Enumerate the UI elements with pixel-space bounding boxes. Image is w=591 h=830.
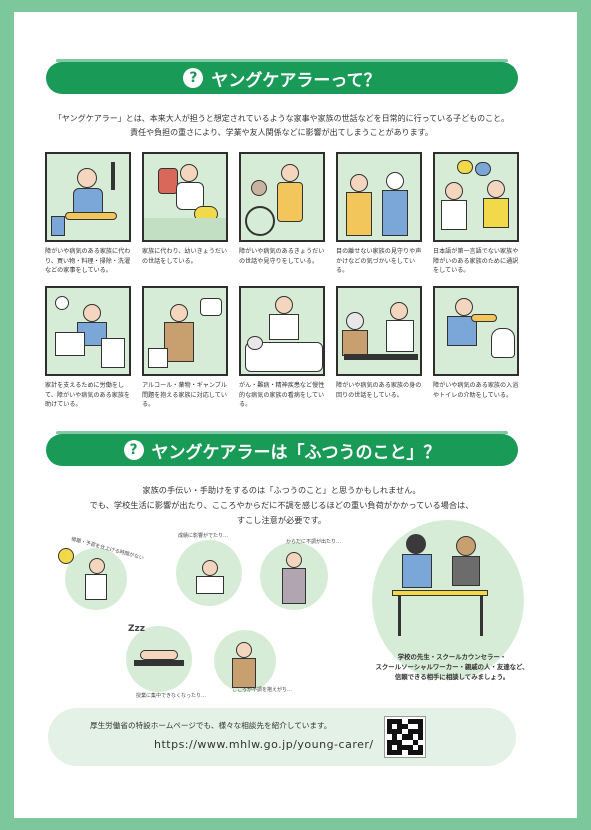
examples-row-2: 家計を支えるために労働をして、障がいや病気のある家族を助けている。 アルコール・… — [45, 286, 521, 410]
examples-row-1: 障がいや病気のある家族に代わり、買い物・料理・掃除・洗濯などの家事をしている。 … — [45, 152, 521, 276]
addiction-illustration — [142, 286, 228, 376]
example-caption: アルコール・薬物・ギャンブル問題を抱える家族に対応している。 — [142, 382, 227, 408]
example-card: 障がいや病気のある家族の身の回りの世話をしている。 — [336, 286, 422, 410]
grades-note: 成績に影響がでたり… — [178, 533, 229, 539]
section1-title: ヤングケアラーって？ — [211, 70, 381, 91]
interpreting-illustration — [433, 152, 519, 242]
example-card: 障がいや病気のある家族の入浴やトイレの介助をしている。 — [433, 286, 519, 410]
section1-intro: 「ヤングケアラー」とは、本来大人が担うと想定されているような家事や家族の世話など… — [34, 112, 529, 140]
example-card: 障がいや病気のあるきょうだいの世話や見守りをしている。 — [239, 152, 325, 276]
qr-code-icon[interactable] — [384, 716, 426, 758]
childcare-illustration — [142, 152, 228, 242]
question-icon: ? — [123, 440, 144, 460]
sleepy-note: 授業に集中できなくなったり… — [136, 693, 207, 699]
example-caption: 家計を支えるために労働をして、障がいや病気のある家族を助けている。 — [45, 382, 131, 408]
body-line-1: 家族の手伝い・手助けをするのは「ふつうのこと」と思うかもしれません。 — [142, 485, 421, 495]
counseling-illustration — [372, 520, 524, 680]
section2-title: ヤングケアラーは「ふつうのこと」？ — [151, 442, 441, 463]
cooking-illustration — [45, 152, 131, 242]
example-caption: 障がいや病気のある家族に代わり、買い物・料理・掃除・洗濯などの家事をしている。 — [45, 248, 131, 274]
example-caption: 障がいや病気のあるきょうだいの世話や見守りをしている。 — [239, 248, 325, 265]
example-card: アルコール・薬物・ギャンブル問題を抱える家族に対応している。 — [142, 286, 228, 410]
example-caption: 障がいや病気のある家族の入浴やトイレの介助をしている。 — [433, 382, 519, 399]
section2-body: 家族の手伝い・手助けをするのは「ふつうのこと」と思うかもしれません。 でも、学校… — [34, 483, 529, 528]
feeding-illustration — [336, 286, 422, 376]
grades-illustration — [176, 540, 242, 606]
example-caption: 日本語が第一言語でない家族や障がいのある家族のために通訳をしている。 — [433, 248, 519, 274]
section2-header: ? ヤングケアラーは「ふつうのこと」？ — [46, 431, 518, 466]
body-line-2: でも、学校生活に影響が出たり、こころやからだに不調を感じるほどの重い負荷がかかっ… — [89, 500, 474, 510]
example-caption: 家族に代わり、幼いきょうだいの世話をしている。 — [142, 248, 228, 265]
example-card: 家計を支えるために労働をして、障がいや病気のある家族を助けている。 — [45, 286, 131, 410]
section1-header: ? ヤングケアラーって？ — [46, 59, 518, 94]
body-line-3: すこし注意が必要です。 — [236, 515, 327, 525]
body-illustration — [260, 542, 328, 610]
page — [14, 12, 577, 818]
intro-line-1: 「ヤングケアラー」とは、本来大人が担うと想定されているような家事や家族の世話など… — [53, 114, 510, 123]
clock-icon — [58, 548, 74, 564]
mind-note: こころが不調を抱えがち… — [232, 687, 293, 693]
example-card: 障がいや病気のある家族に代わり、買い物・料理・掃除・洗濯などの家事をしている。 — [45, 152, 131, 276]
advice-text: 学校の先生・スクールカウンセラー・ スクールソーシャルワーカー・親戚の人・友達な… — [360, 652, 544, 682]
watching-illustration — [336, 152, 422, 242]
mind-illustration — [214, 630, 276, 692]
example-card: がん・難病・精神疾患など慢性的な病気の家族の看病をしている。 — [239, 286, 325, 410]
footer-url[interactable]: https://www.mhlw.go.jp/young-carer/ — [154, 738, 374, 751]
nursing-illustration — [239, 286, 325, 376]
footer-text: 厚生労働省の特設ホームページでも、様々な相談先を紹介しています。 — [90, 721, 332, 730]
example-card: 家族に代わり、幼いきょうだいの世話をしている。 — [142, 152, 228, 276]
wheelchair-illustration — [239, 152, 325, 242]
late-illustration — [65, 548, 127, 610]
body-note: からだに不調が出たり… — [286, 539, 342, 545]
advice-line-2: スクールソーシャルワーカー・親戚の人・友達など、 — [375, 663, 529, 671]
intro-line-2: 責任や負担の重さにより、学業や友人関係などに影響が出てしまうことがあります。 — [130, 128, 433, 137]
example-caption: 障がいや病気のある家族の身の回りの世話をしている。 — [336, 382, 422, 399]
toilet-assist-illustration — [433, 286, 519, 376]
example-card: 日本語が第一言語でない家族や障がいのある家族のために通訳をしている。 — [433, 152, 519, 276]
footer-banner — [48, 708, 516, 766]
zzz-text: Zzz — [128, 624, 146, 634]
advice-line-3: 信頼できる相手に相談してみましょう。 — [394, 673, 510, 681]
example-caption: 目の離せない家族の見守りや声かけなどの気づかいをしている。 — [336, 248, 422, 274]
example-caption: がん・難病・精神疾患など慢性的な病気の家族の看病をしている。 — [239, 382, 325, 408]
sleepy-illustration — [126, 626, 192, 692]
advice-line-1: 学校の先生・スクールカウンセラー・ — [397, 653, 507, 661]
example-card: 目の離せない家族の見守りや声かけなどの気づかいをしている。 — [336, 152, 422, 276]
working-illustration — [45, 286, 131, 376]
question-icon: ? — [183, 68, 204, 88]
